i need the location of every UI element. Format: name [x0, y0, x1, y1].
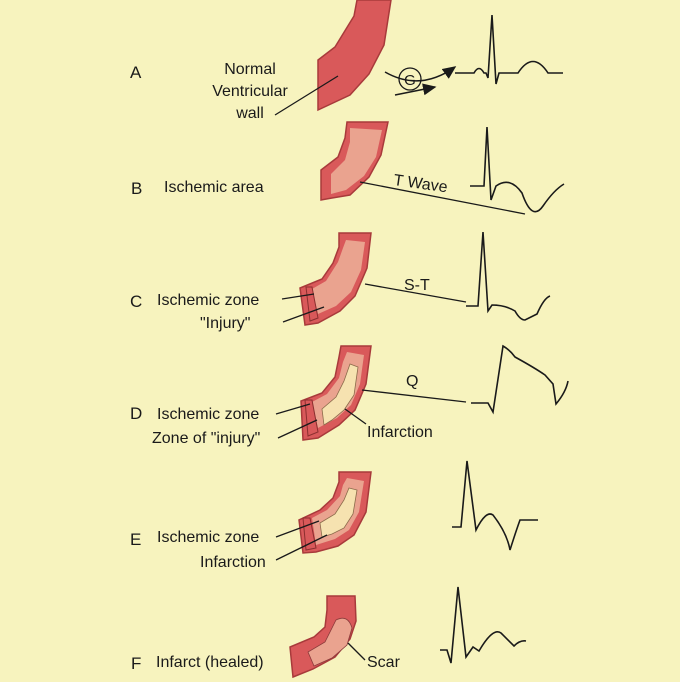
- ecg-trace-f: [440, 586, 527, 664]
- panel-c-wall: [299, 232, 372, 326]
- ecg-trace-c: [466, 231, 551, 321]
- panel-e-wall: [298, 471, 372, 554]
- panel-c-leader-wave: [364, 283, 467, 303]
- panel-f-leader-scar: [347, 642, 366, 661]
- panel-d-leader-wave: [361, 389, 467, 403]
- panel-c-leader-injury: [282, 306, 325, 323]
- panel-f-label-scar: Scar: [367, 654, 400, 671]
- panel-d-leader-ischemic: [275, 403, 311, 415]
- panel-d-wall: [300, 345, 372, 441]
- panel-c-label-injury: "Injury": [200, 315, 251, 332]
- panel-e-leader-infarction: [275, 534, 328, 561]
- panel-c-wave-label: S-T: [404, 277, 430, 294]
- panel-c-leader-ischemic: [281, 293, 315, 300]
- panel-d-leader-injury: [277, 419, 318, 439]
- panel-d-label-ischemic-zone: Ischemic zone: [157, 406, 260, 423]
- panel-a-label-wall: wall: [236, 105, 264, 122]
- panel-a-label-ventricular: Ventricular: [212, 83, 288, 100]
- panel-d-label-zone-of-injury: Zone of "injury": [152, 430, 261, 447]
- panel-f-label-infarct-healed: Infarct (healed): [156, 654, 264, 671]
- panel-a-wall: [317, 0, 392, 112]
- panel-b-letter: B: [131, 179, 143, 198]
- panel-b-label-ischemic-area: Ischemic area: [164, 179, 264, 196]
- panel-a-leader: [274, 75, 339, 116]
- panel-b-wall: [320, 121, 389, 201]
- panel-d-leader-infarction: [344, 408, 367, 425]
- panel-a-label-normal: Normal: [224, 61, 276, 78]
- panel-f-letter: F: [131, 654, 142, 673]
- panel-e-leader-ischemic: [275, 520, 320, 538]
- panel-e-letter: E: [130, 530, 142, 549]
- panel-b-leader: [359, 181, 526, 215]
- panel-e-label-infarction: Infarction: [200, 554, 266, 571]
- panel-c-letter: C: [130, 292, 143, 311]
- ecg-trace-b: [470, 126, 565, 213]
- panel-a-g-label: G: [404, 72, 416, 89]
- panel-d-wave-label: Q: [406, 373, 419, 390]
- panel-d-letter: D: [130, 404, 143, 423]
- panel-f-wall: [289, 595, 357, 679]
- panel-a-vector-arrows: [384, 66, 457, 96]
- panel-e-label-ischemic-zone: Ischemic zone: [157, 529, 260, 546]
- panel-a-letter: A: [130, 63, 142, 82]
- panel-c-label-ischemic-zone: Ischemic zone: [157, 292, 260, 309]
- panel-d-label-infarction: Infarction: [367, 424, 433, 441]
- ecg-trace-a: [455, 14, 563, 85]
- panel-a-g-circle: [398, 67, 422, 91]
- ecg-trace-d: [471, 344, 569, 415]
- ecg-trace-e: [452, 460, 538, 551]
